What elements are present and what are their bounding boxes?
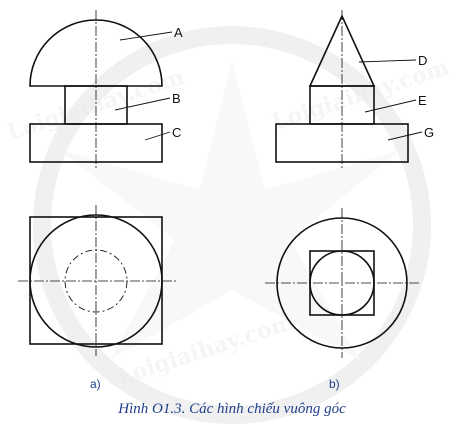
base-part-G — [275, 123, 409, 163]
watermark-ring — [33, 26, 431, 424]
figure-b: D E G b) — [265, 10, 434, 391]
label-G: G — [424, 125, 434, 140]
leader-E — [364, 99, 417, 113]
label-C: C — [172, 125, 181, 140]
leader-D — [358, 59, 417, 63]
figure-b-top-view — [265, 208, 420, 358]
label-A: A — [174, 25, 183, 40]
watermark-logo: Loigiaihay.com Loigiaihay.com Loigiaihay… — [4, 26, 452, 424]
figure-a: A B C a) — [18, 10, 183, 391]
label-E: E — [418, 93, 427, 108]
label-D: D — [418, 53, 427, 68]
leader-C — [144, 131, 171, 141]
base-part-C — [29, 123, 163, 163]
sublabel-b: b) — [329, 377, 340, 391]
figure-a-front-view: A B C — [29, 10, 183, 168]
figure-caption: Hình O1.3. Các hình chiếu vuông góc — [117, 401, 346, 417]
sublabel-a: a) — [90, 377, 101, 391]
figure-a-top-view — [18, 205, 176, 356]
dome-part-A — [29, 19, 163, 87]
leader-A — [119, 31, 173, 41]
leader-G — [387, 131, 423, 141]
watermark-star — [60, 60, 400, 360]
figure-b-front-view: D E G — [275, 10, 434, 168]
leader-B — [114, 97, 171, 111]
label-B: B — [172, 91, 181, 106]
